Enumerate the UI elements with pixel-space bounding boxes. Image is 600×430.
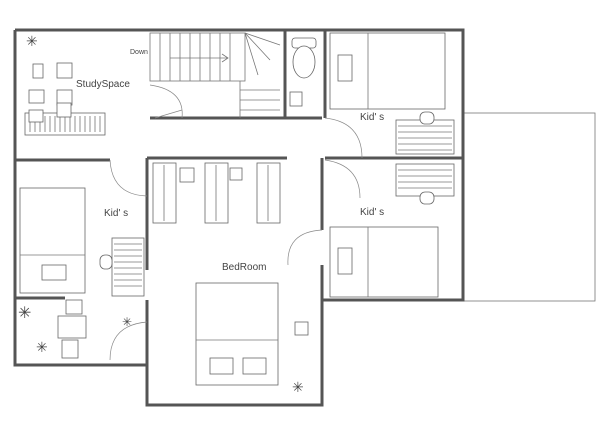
- bedroom-furniture: ✳: [152, 162, 309, 395]
- plant-icon: ✳: [122, 315, 132, 329]
- study-space-label: StudySpace: [76, 79, 130, 90]
- plant-icon: ✳: [26, 33, 38, 49]
- walls: [13, 28, 465, 407]
- bedroom-label: BedRoom: [222, 262, 266, 273]
- stairs-down-label: Down: [130, 49, 148, 56]
- kids-room-bottom-right-furniture: [287, 159, 455, 298]
- balcony-furniture: ✳ ✳ ✳: [18, 299, 148, 361]
- annex-area: [461, 112, 596, 302]
- kids-room-left-label: Kid' s: [104, 208, 128, 219]
- kids-room-bottom-right-label: Kid' s: [360, 207, 384, 218]
- plant-icon: ✳: [36, 339, 48, 355]
- kids-room-top-right-furniture: [324, 32, 455, 159]
- staircase: [149, 32, 281, 119]
- plant-icon: ✳: [18, 305, 31, 322]
- study-furniture: ✳: [24, 33, 106, 136]
- kids-room-top-right-label: Kid' s: [360, 112, 384, 123]
- plant-icon: ✳: [292, 379, 304, 395]
- toilet: [289, 37, 317, 107]
- kids-room-left-furniture: [19, 159, 148, 297]
